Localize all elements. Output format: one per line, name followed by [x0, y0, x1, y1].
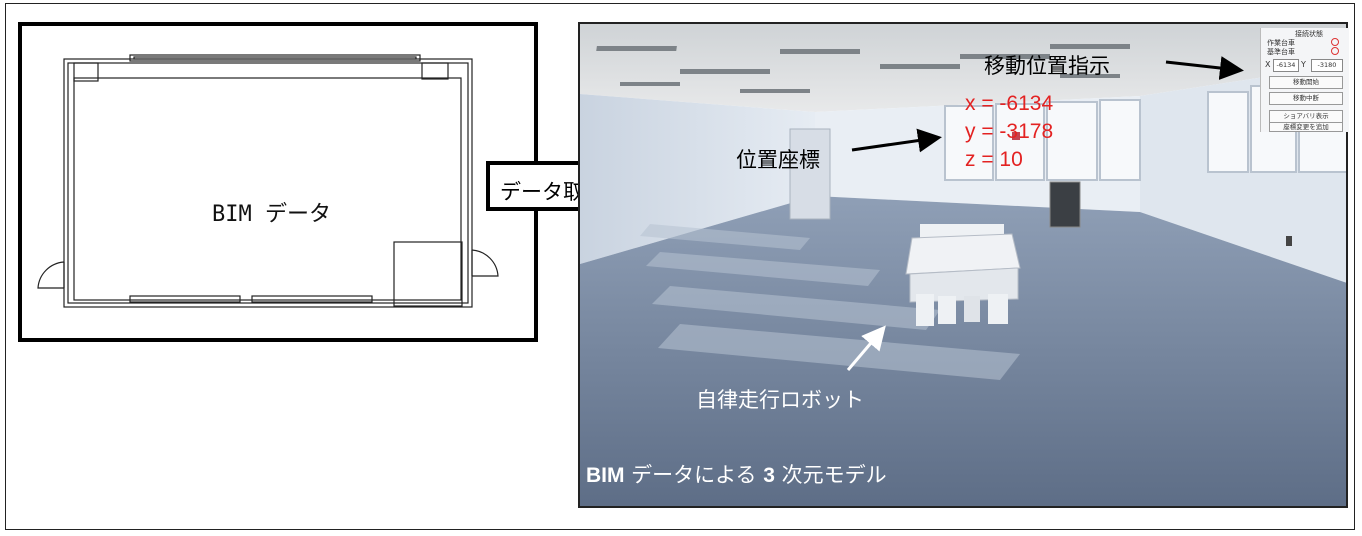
display-button[interactable]: ショアバリ表示 [1269, 110, 1343, 123]
figure-frame [5, 3, 1355, 530]
floorplan-drawing [37, 54, 499, 308]
bim-data-label: BIM データ [212, 202, 331, 227]
coord-z: z = 10 [965, 148, 1023, 171]
robot-model [905, 224, 1021, 326]
x-input[interactable]: -6134 [1273, 59, 1299, 72]
y-label: Y [1301, 60, 1306, 69]
model-caption: BIM データによる 3 次元モデル [586, 463, 887, 487]
bim-floorplan-panel: BIM データ [18, 22, 538, 342]
position-coordinates-callout: 位置座標 [736, 148, 820, 172]
status-label-1: 作業台車 [1267, 39, 1295, 47]
add-coordinate-button[interactable]: 座標変更を追加 [1269, 122, 1343, 132]
control-panel: 接続状態 作業台車 基準台車 X -6134 Y -3180 移動開始 移動中断… [1260, 28, 1349, 132]
move-instruction-callout: 移動位置指示 [984, 54, 1110, 78]
x-label: X [1265, 60, 1271, 69]
status-indicator-1 [1331, 38, 1339, 46]
status-label-2: 基準台車 [1267, 48, 1295, 56]
status-indicator-2 [1331, 47, 1339, 55]
robot-label: 自律走行ロボット [696, 388, 864, 412]
coord-y: y = -3178 [965, 120, 1054, 143]
y-input[interactable]: -3180 [1311, 59, 1343, 72]
stop-move-button[interactable]: 移動中断 [1269, 92, 1343, 105]
coord-x: x = -6134 [965, 92, 1054, 115]
panel-title: 接続状態 [1295, 30, 1323, 38]
start-move-button[interactable]: 移動開始 [1269, 76, 1343, 89]
